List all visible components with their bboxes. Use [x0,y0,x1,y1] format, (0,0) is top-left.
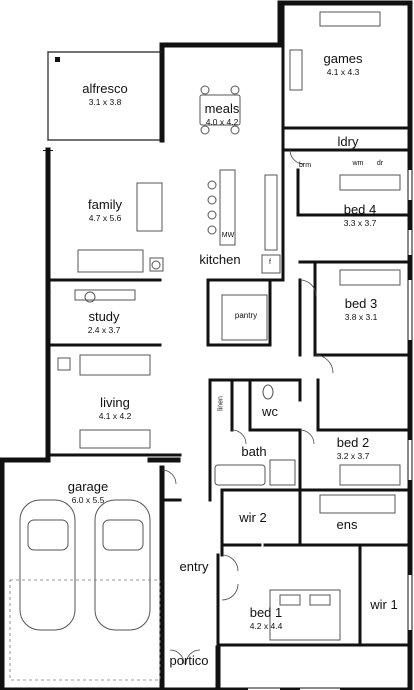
room-bed2: bed 2 3.2 x 3.7 [336,435,370,462]
room-bed1: bed 1 4.2 x 4.4 [249,605,283,632]
room-ens: ens [336,517,358,532]
room-name: alfresco [82,81,128,96]
fixture-brm: brm [298,162,312,169]
room-name: games [323,51,363,66]
room-name: bed 3 [344,296,378,311]
room-study: study 2.4 x 3.7 [87,309,121,336]
room-name: wc [262,404,278,419]
room-dimensions: 3.2 x 3.7 [336,451,370,462]
fixture-dr: dr [376,160,384,167]
room-living: living 4.1 x 4.2 [98,395,132,422]
room-name: bed 2 [336,435,370,450]
room-name: pantry [234,311,258,320]
room-name: portico [169,653,209,668]
fixture-fridge: f [269,259,271,266]
room-pantry: pantry [235,305,257,323]
room-entry: entry [179,559,209,574]
room-name: bed 4 [343,202,377,217]
room-name: bath [241,444,267,459]
room-wir1: wir 1 [370,597,398,612]
room-dimensions: 4.1 x 4.3 [326,67,360,78]
fixture-wm: wm [352,160,364,167]
room-portico: portico [169,653,209,668]
room-garage: garage 6.0 x 5.5 [67,479,109,506]
room-family: family 4.7 x 5.6 [88,197,122,224]
room-name: family [88,197,122,212]
room-name: entry [179,559,209,574]
room-name: living [100,395,130,410]
windows [43,150,412,690]
room-name: kitchen [199,252,241,267]
room-wc: wc [262,404,278,419]
doors [161,149,334,665]
room-kitchen: kitchen [199,252,241,267]
room-name: ldry [337,134,359,149]
room-name: meals [204,101,240,116]
room-dimensions: 4.1 x 4.2 [98,411,132,422]
room-name: wir 1 [370,597,398,612]
room-name: bed 1 [249,605,283,620]
interior-walls [46,1,412,650]
room-dimensions: 2.4 x 3.7 [87,325,121,336]
fixture-linen: linen [217,396,225,411]
room-wir2: wir 2 [239,510,267,525]
room-meals: meals 4.0 x 4.2 [204,101,240,128]
room-bed4: bed 4 3.3 x 3.7 [343,202,377,229]
room-bath: bath [241,444,267,459]
room-dimensions: 4.2 x 4.4 [249,621,283,632]
room-alfresco: alfresco 3.1 x 3.8 [82,81,128,108]
room-name: wir 2 [239,510,267,525]
room-name: ens [336,517,358,532]
room-dimensions: 6.0 x 5.5 [71,495,105,506]
room-bed3: bed 3 3.8 x 3.1 [344,296,378,323]
room-dimensions: 3.1 x 3.8 [88,97,122,108]
room-games: games 4.1 x 4.3 [323,51,363,78]
furniture [9,11,401,681]
room-dimensions: 3.8 x 3.1 [344,312,378,323]
room-name: study [88,309,120,324]
room-dimensions: 3.3 x 3.7 [343,218,377,229]
room-ldry: ldry [337,134,359,149]
room-name: garage [67,479,109,494]
room-dimensions: 4.0 x 4.2 [205,117,239,128]
room-dimensions: 4.7 x 5.6 [88,213,122,224]
fixture-microwave: MW [221,232,235,239]
